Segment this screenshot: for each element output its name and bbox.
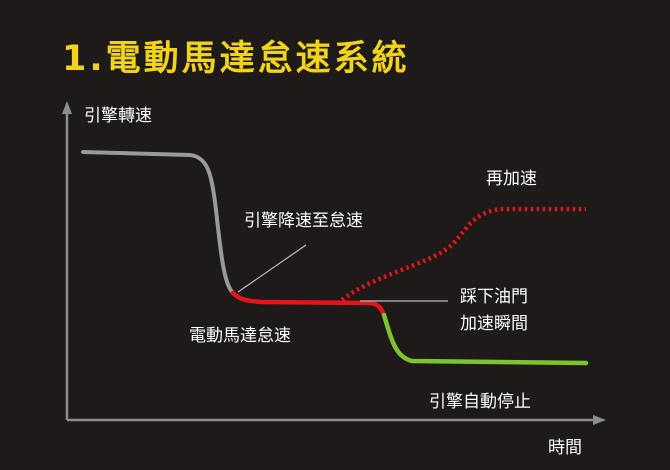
motor-idle-segment xyxy=(230,290,387,318)
motor-idle-label: 電動馬達怠速 xyxy=(189,326,291,346)
engine-stop-label: 引擎自動停止 xyxy=(429,392,531,412)
diagram-title: 1.電動馬達怠速系統 xyxy=(62,39,410,79)
reaccelerate-curve xyxy=(340,206,586,302)
engine-slow-label: 引擎降速至怠速 xyxy=(244,211,363,231)
y-axis-label: 引擎轉速 xyxy=(84,106,152,126)
x-axis-arrow-icon xyxy=(593,415,606,425)
y-axis-arrow-icon xyxy=(62,101,72,114)
press-gas-label-line2: 加速瞬間 xyxy=(460,314,528,334)
press-gas-label-line1: 踩下油門 xyxy=(460,287,528,307)
engine-stop-segment xyxy=(381,312,589,366)
engine-slow-leader-line xyxy=(237,244,307,293)
x-axis-label: 時間 xyxy=(548,438,582,458)
engine-speed-curve xyxy=(81,150,235,295)
reaccelerate-label: 再加速 xyxy=(486,169,537,189)
